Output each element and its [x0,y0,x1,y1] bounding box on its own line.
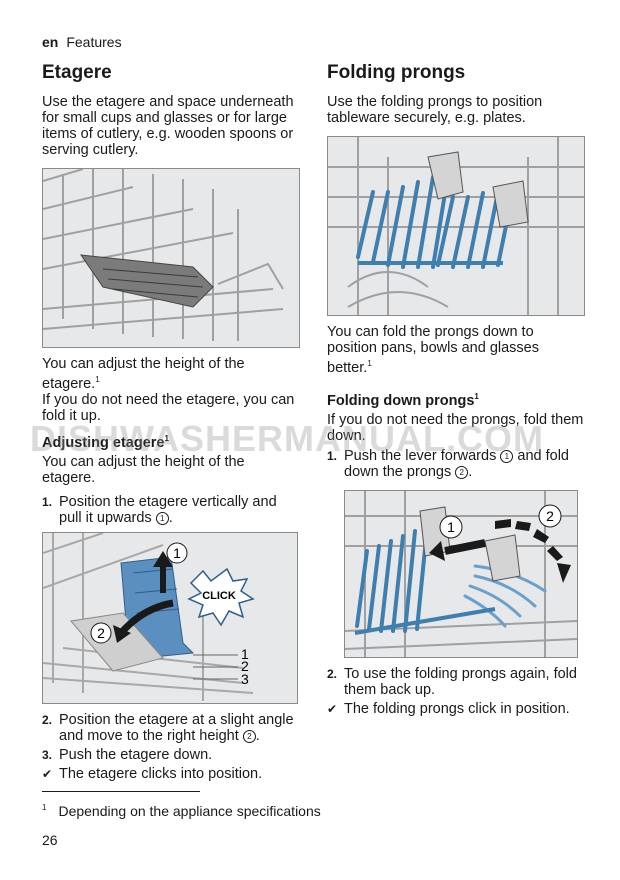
prongs-step-1-ref-2: 2 [455,466,469,479]
level-1-label: 1 [241,646,249,662]
prongs-result-item: ✔ The folding prongs click in position. [327,701,570,717]
section-name: Features [66,34,122,50]
step-1-ref: 1 [155,512,169,525]
level-2-label: 2 [241,658,249,674]
etagere-figure [42,168,300,348]
folding-prongs-figure [327,136,585,316]
folding-down-prongs-text: If you do not need the prongs, fold them… [327,412,584,444]
etagere-title: Etagere [42,62,112,83]
etagere-adjust-figure: 1 2 CLICK 1 2 3 [42,532,298,704]
etagere-illustration [43,169,284,341]
prongs-step-1: 1. Push the lever forwards 1 and fold do… [327,448,569,480]
figure-callout-1: 1 [173,545,181,561]
step-3: 3. Push the etagere down. [42,747,213,763]
etagere-fold-text: If you do not need the etagere, you can … [42,392,295,424]
result-item: ✔ The etagere clicks into position. [42,766,263,782]
etagere-intro: Use the etagere and space underneath for… [42,94,294,158]
adjusting-etagere-heading: Adjusting etagere1 [42,434,169,451]
folding-prongs-title: Folding prongs [327,62,466,83]
check-icon: ✔ [327,702,338,716]
folding-prongs-intro: Use the folding prongs to position table… [327,94,543,126]
figure-callout-2: 2 [97,625,105,641]
footnote-divider [42,791,200,792]
figure-callout-2: 2 [546,508,554,524]
folding-down-prongs-heading: Folding down prongs1 [327,392,479,409]
folding-prongs-fold-text: You can fold the prongs down to position… [327,324,539,376]
figure-callout-1: 1 [447,519,455,535]
page-number: 26 [42,832,58,848]
check-icon: ✔ [42,767,53,781]
folding-prongs-column: Folding prongs Use the folding prongs to… [327,62,585,720]
language-code: en [42,34,59,50]
step-1: 1. Position the etagere vertically and p… [42,494,277,526]
step-2: 2. Position the etagere at a slight angl… [42,712,294,744]
prongs-step-2: 2. To use the folding prongs again, fold… [327,666,577,698]
etagere-adjust-text: You can adjust the height of the etagere… [42,356,245,392]
page-header: en Features [42,34,122,50]
etagere-column: Etagere Use the etagere and space undern… [42,62,300,785]
click-label: CLICK [202,590,236,602]
level-3-label: 3 [241,671,249,687]
step-2-ref: 2 [242,730,256,743]
folding-prongs-action-figure: 1 2 [344,490,578,658]
adjusting-etagere-text: You can adjust the height of the etagere… [42,454,245,486]
prongs-step-1-ref-1: 1 [500,450,514,463]
